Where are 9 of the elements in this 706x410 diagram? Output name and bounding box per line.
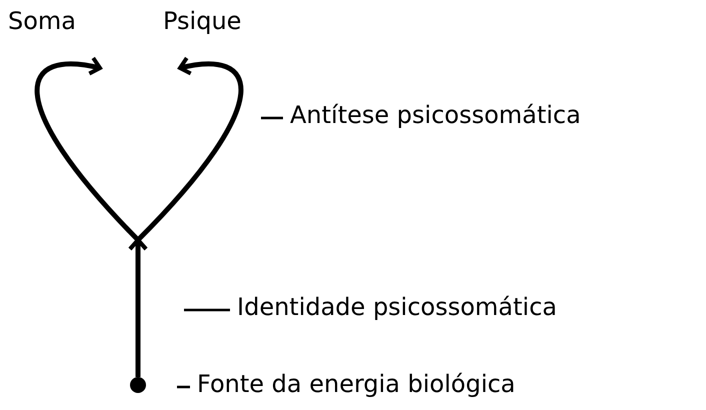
- annotation-text: Antítese psicossomática: [290, 100, 581, 130]
- pole-label: Soma: [8, 6, 76, 36]
- leader-line: [177, 386, 190, 388]
- pole-label: Psique: [163, 6, 242, 36]
- leader-line: [261, 116, 283, 120]
- leader-line: [184, 308, 230, 312]
- source-dot: [130, 377, 146, 393]
- annotation-text: Identidade psicossomática: [237, 292, 557, 322]
- annotation-text: Fonte da energia biológica: [197, 369, 516, 399]
